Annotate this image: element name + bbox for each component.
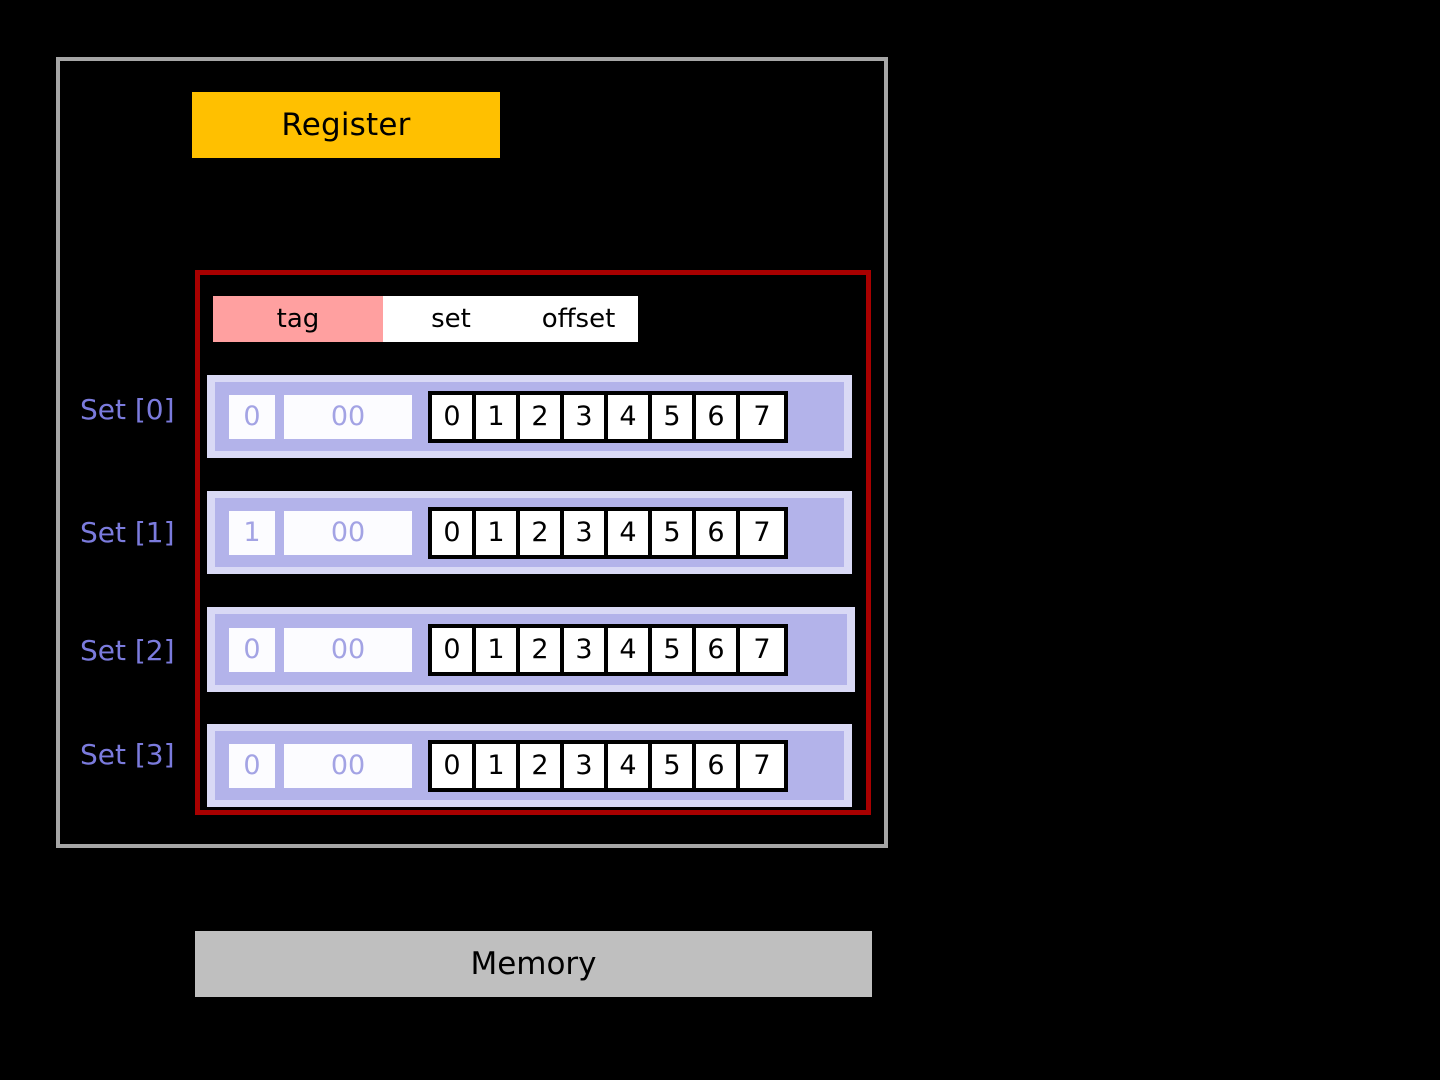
byte-cell: 7 — [740, 743, 784, 788]
byte-cell: 5 — [652, 394, 696, 439]
cache-line-row-1: 1 00 0 1 2 3 4 5 6 7 — [207, 491, 852, 574]
byte-cell: 5 — [652, 743, 696, 788]
cache-block-bytes-0: 0 1 2 3 4 5 6 7 — [428, 390, 788, 443]
cache-block-bytes-2: 0 1 2 3 4 5 6 7 — [428, 623, 788, 676]
set-label-3: Set [3] — [80, 738, 175, 771]
byte-cell: 5 — [652, 627, 696, 672]
cpu-cache-enclosure — [56, 57, 888, 848]
cache-line-row-2: 0 00 0 1 2 3 4 5 6 7 — [207, 607, 855, 692]
cache-line-inner-1: 1 00 0 1 2 3 4 5 6 7 — [215, 498, 844, 567]
cache-set-index-1: 00 — [284, 510, 412, 555]
byte-cell: 4 — [608, 743, 652, 788]
address-field-set: set — [383, 296, 519, 342]
byte-cell: 2 — [520, 510, 564, 555]
cache-line-row-0: 0 00 0 1 2 3 4 5 6 7 — [207, 375, 852, 458]
byte-cell: 6 — [696, 510, 740, 555]
cache-line-inner-2: 0 00 0 1 2 3 4 5 6 7 — [215, 614, 847, 685]
cache-line-inner-3: 0 00 0 1 2 3 4 5 6 7 — [215, 731, 844, 800]
byte-cell: 7 — [740, 394, 784, 439]
byte-cell: 1 — [476, 743, 520, 788]
address-field-tag: tag — [213, 296, 383, 342]
cache-tag-value-2: 0 — [229, 627, 275, 672]
cache-boundary — [195, 270, 871, 815]
cache-block-bytes-3: 0 1 2 3 4 5 6 7 — [428, 739, 788, 792]
memory-block: Memory — [195, 931, 872, 997]
byte-cell: 0 — [432, 627, 476, 672]
byte-cell: 7 — [740, 510, 784, 555]
byte-cell: 5 — [652, 510, 696, 555]
byte-cell: 6 — [696, 627, 740, 672]
byte-cell: 3 — [564, 743, 608, 788]
set-label-0: Set [0] — [80, 393, 175, 426]
memory-label: Memory — [470, 946, 597, 982]
register-block: Register — [192, 92, 500, 158]
cache-set-index-2: 00 — [284, 627, 412, 672]
address-field-offset: offset — [519, 296, 638, 342]
cache-line-row-3: 0 00 0 1 2 3 4 5 6 7 — [207, 724, 852, 807]
byte-cell: 4 — [608, 394, 652, 439]
cache-block-bytes-1: 0 1 2 3 4 5 6 7 — [428, 506, 788, 559]
byte-cell: 4 — [608, 627, 652, 672]
byte-cell: 1 — [476, 510, 520, 555]
byte-cell: 0 — [432, 510, 476, 555]
cache-set-index-3: 00 — [284, 743, 412, 788]
byte-cell: 2 — [520, 627, 564, 672]
byte-cell: 0 — [432, 394, 476, 439]
cache-line-inner-0: 0 00 0 1 2 3 4 5 6 7 — [215, 382, 844, 451]
byte-cell: 1 — [476, 627, 520, 672]
cache-set-index-0: 00 — [284, 394, 412, 439]
cache-tag-value-3: 0 — [229, 743, 275, 788]
address-field-header: tag set offset — [213, 296, 638, 342]
set-label-2: Set [2] — [80, 634, 175, 667]
byte-cell: 6 — [696, 743, 740, 788]
set-label-1: Set [1] — [80, 516, 175, 549]
byte-cell: 3 — [564, 627, 608, 672]
register-label: Register — [281, 107, 411, 143]
cache-tag-value-1: 1 — [229, 510, 275, 555]
byte-cell: 2 — [520, 394, 564, 439]
byte-cell: 0 — [432, 743, 476, 788]
byte-cell: 7 — [740, 627, 784, 672]
byte-cell: 3 — [564, 394, 608, 439]
byte-cell: 1 — [476, 394, 520, 439]
byte-cell: 6 — [696, 394, 740, 439]
byte-cell: 2 — [520, 743, 564, 788]
byte-cell: 4 — [608, 510, 652, 555]
byte-cell: 3 — [564, 510, 608, 555]
cache-tag-value-0: 0 — [229, 394, 275, 439]
